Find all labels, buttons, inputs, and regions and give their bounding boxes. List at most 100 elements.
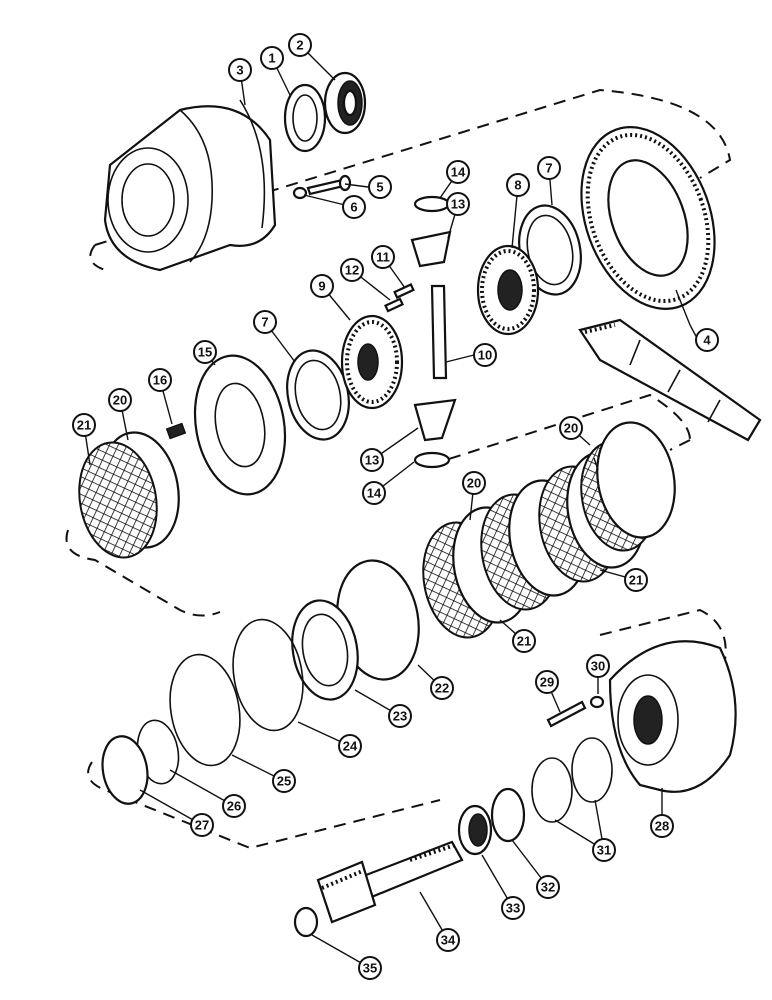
callout-1: 1: [260, 46, 284, 70]
svg-text:20: 20: [113, 393, 127, 408]
svg-text:13: 13: [365, 453, 379, 468]
bearing-cone-lower: [457, 804, 493, 856]
callout-2: 2: [288, 33, 312, 57]
svg-text:21: 21: [77, 418, 91, 433]
svg-text:33: 33: [506, 901, 520, 916]
callout-8: 8: [506, 173, 530, 197]
snap-ring-31b: [531, 757, 573, 823]
svg-text:35: 35: [363, 961, 377, 976]
callout-15: 15: [193, 340, 217, 364]
callout-30: 30: [586, 654, 610, 678]
svg-text:9: 9: [318, 279, 325, 294]
housing-cap-washer: [589, 695, 605, 709]
svg-text:15: 15: [198, 345, 212, 360]
drive-shaft: [316, 840, 464, 924]
differential-housing: [103, 99, 277, 272]
svg-text:26: 26: [227, 799, 241, 814]
callout-12: 12: [340, 258, 364, 282]
housing-cap-bolt: [546, 700, 587, 728]
side-gear-upper: [476, 244, 540, 336]
callout-21-bottom: 21: [512, 629, 536, 653]
spring: [165, 422, 187, 440]
callout-5: 5: [368, 175, 392, 199]
callout-3: 3: [228, 58, 252, 82]
clutch-housing: [608, 640, 737, 793]
callout-23: 23: [388, 704, 412, 728]
svg-text:22: 22: [435, 681, 449, 696]
svg-text:8: 8: [514, 178, 521, 193]
svg-text:6: 6: [350, 200, 357, 215]
pinion-gear-upper: [410, 230, 452, 268]
svg-text:14: 14: [451, 165, 466, 180]
callout-29: 29: [535, 670, 559, 694]
bearing-cup: [283, 83, 327, 153]
callout-20-right: 20: [559, 416, 583, 440]
svg-text:14: 14: [367, 486, 382, 501]
callout-27: 27: [190, 813, 214, 837]
callout-28: 28: [650, 814, 674, 838]
callout-14-upper: 14: [446, 160, 470, 184]
svg-text:27: 27: [195, 818, 209, 833]
seal-ring-24: [232, 618, 304, 732]
seal-ring-25: [169, 653, 241, 767]
pinion-shaft: [578, 318, 762, 442]
svg-text:30: 30: [591, 659, 605, 674]
snap-ring-35: [293, 906, 319, 938]
svg-text:21: 21: [629, 573, 643, 588]
svg-text:13: 13: [451, 197, 465, 212]
group-outline-bottom: [87, 608, 727, 850]
callout-33: 33: [501, 896, 525, 920]
cross-shaft: [430, 284, 448, 380]
group-outline-middle: [65, 393, 691, 617]
svg-text:29: 29: [540, 675, 554, 690]
callout-14-lower: 14: [362, 481, 386, 505]
side-gear-lower: [340, 314, 404, 410]
svg-text:34: 34: [441, 933, 456, 948]
svg-text:4: 4: [703, 333, 711, 348]
callout-13-lower: 13: [360, 448, 384, 472]
clutch-pack: [422, 421, 676, 639]
svg-text:24: 24: [343, 739, 358, 754]
callout-34: 34: [436, 928, 460, 952]
svg-text:11: 11: [376, 250, 390, 265]
housing-washer: [292, 186, 308, 200]
svg-text:31: 31: [597, 843, 611, 858]
svg-text:16: 16: [153, 373, 167, 388]
callout-25: 25: [272, 769, 296, 793]
callout-31: 31: [592, 838, 616, 862]
piston: [291, 599, 359, 701]
svg-text:10: 10: [478, 348, 492, 363]
housing-bolt: [306, 174, 352, 196]
callout-32: 32: [536, 875, 560, 899]
callout-6: 6: [342, 195, 366, 219]
svg-text:20: 20: [564, 421, 578, 436]
callout-35: 35: [358, 956, 382, 980]
svg-text:2: 2: [296, 38, 303, 53]
callout-4: 4: [695, 328, 719, 352]
pinion-washer-lower: [413, 451, 451, 469]
svg-text:1: 1: [268, 51, 275, 66]
callout-9: 9: [310, 274, 334, 298]
callout-20-left: 20: [108, 388, 132, 412]
snap-ring-31a: [571, 737, 613, 803]
callout-7-lower: 7: [253, 310, 277, 334]
callout-16: 16: [148, 368, 172, 392]
callout-21-left: 21: [72, 413, 96, 437]
roll-pin-lower: [384, 297, 404, 313]
svg-text:12: 12: [345, 263, 359, 278]
callout-20-mid: 20: [462, 471, 486, 495]
roll-pin-upper: [393, 283, 415, 299]
svg-text:3: 3: [236, 63, 243, 78]
svg-text:21: 21: [517, 634, 531, 649]
group-outline-top: [89, 88, 732, 271]
bearing-cup-lower: [490, 787, 526, 843]
callout-21-right: 21: [624, 568, 648, 592]
retainer-plate: [193, 354, 287, 496]
svg-text:23: 23: [393, 709, 407, 724]
callout-10: 10: [473, 343, 497, 367]
svg-text:5: 5: [376, 180, 383, 195]
callout-26: 26: [222, 794, 246, 818]
svg-text:28: 28: [655, 819, 669, 834]
svg-text:7: 7: [545, 161, 552, 176]
